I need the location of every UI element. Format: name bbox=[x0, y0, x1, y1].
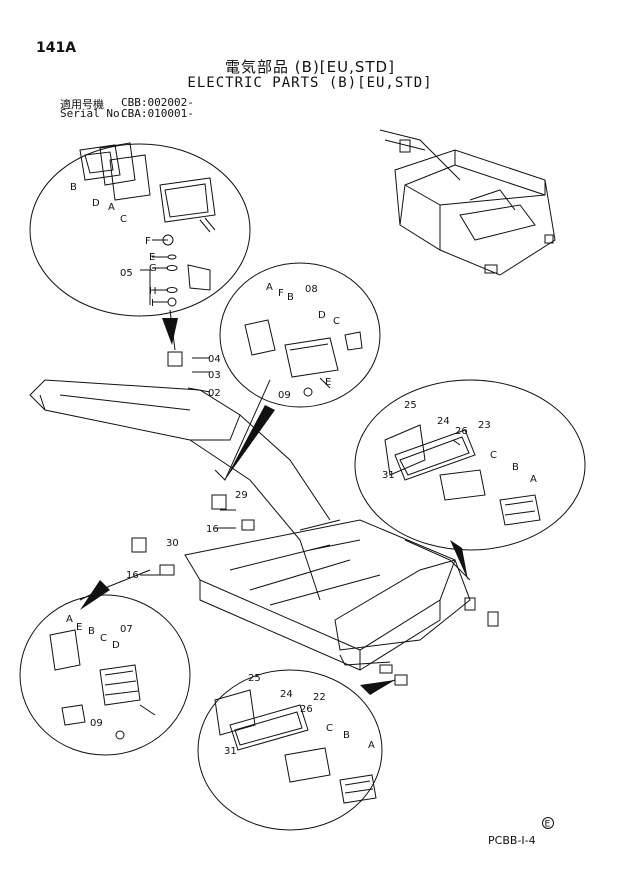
detail-circle-top-mid bbox=[219, 262, 381, 408]
label-tl-i: I bbox=[151, 298, 154, 309]
page-number: 141A bbox=[36, 40, 77, 56]
label-tl-g: G bbox=[149, 263, 157, 274]
label-tl-c: C bbox=[120, 214, 127, 225]
label-boom-03: 03 bbox=[208, 370, 221, 381]
label-tm-e: E bbox=[325, 377, 331, 388]
label-bl-e: E bbox=[76, 622, 82, 633]
label-bl-a: A bbox=[66, 614, 73, 625]
serial-value-2: CBA:010001- bbox=[121, 107, 194, 120]
label-tl-f: F bbox=[145, 236, 151, 247]
label-tm-a: A bbox=[266, 282, 273, 293]
serial-label-ja: 適用号機 bbox=[60, 98, 104, 111]
label-rl-25: 25 bbox=[404, 400, 417, 411]
label-br-31: 31 bbox=[224, 746, 237, 757]
label-bl-c: C bbox=[100, 633, 107, 644]
label-rl-26: 26 bbox=[455, 426, 468, 437]
label-rl-c: C bbox=[490, 450, 497, 461]
label-rl-b: B bbox=[512, 462, 519, 473]
label-tl-part05: 05 bbox=[120, 268, 133, 279]
label-bl-07: 07 bbox=[120, 624, 133, 635]
label-br-25: 25 bbox=[248, 673, 261, 684]
detail-circle-bottom-right-lamp bbox=[197, 669, 383, 831]
label-tm-part08: 08 bbox=[305, 284, 318, 295]
serial-value-1: CBB:002002- bbox=[121, 96, 194, 109]
footer-symbol: E bbox=[545, 820, 551, 830]
label-br-26: 26 bbox=[300, 704, 313, 715]
title-japanese: 電気部品 (B)[EU,STD] bbox=[225, 58, 395, 76]
label-frame-30: 30 bbox=[166, 538, 179, 549]
label-boom-02: 02 bbox=[208, 388, 221, 399]
label-boom-04: 04 bbox=[208, 354, 221, 365]
label-bl-09: 09 bbox=[90, 718, 103, 729]
label-tm-d: D bbox=[318, 310, 326, 321]
label-br-b: B bbox=[343, 730, 350, 741]
serial-label-en: Serial No. bbox=[60, 107, 127, 120]
label-tl-h: H bbox=[149, 286, 157, 297]
label-br-24: 24 bbox=[280, 689, 293, 700]
label-rl-24: 24 bbox=[437, 416, 450, 427]
machine-overview bbox=[379, 129, 556, 276]
label-br-22: 22 bbox=[313, 692, 326, 703]
label-tm-c: C bbox=[333, 316, 340, 327]
label-frame-16a: 16 bbox=[206, 524, 219, 535]
detail-circle-bottom-left bbox=[19, 594, 191, 756]
label-rl-23: 23 bbox=[478, 420, 491, 431]
footer-code: PCBB-I-4 bbox=[488, 834, 536, 847]
label-bl-b: B bbox=[88, 626, 95, 637]
label-bl-d: D bbox=[112, 640, 120, 651]
label-frame-29: 29 bbox=[235, 490, 248, 501]
revision-circle-icon bbox=[542, 817, 554, 829]
detail-circle-top-left bbox=[29, 142, 251, 317]
label-tm-part09: 09 bbox=[278, 390, 291, 401]
label-tl-a: A bbox=[108, 202, 115, 213]
label-frame-16b: 16 bbox=[126, 570, 139, 581]
label-tl-b: B bbox=[70, 182, 77, 193]
title-english: ELECTRIC PARTS (B)[EU,STD] bbox=[187, 75, 433, 91]
label-tm-f: F bbox=[278, 288, 284, 299]
label-rl-31: 31 bbox=[382, 470, 395, 481]
detail-circle-right-lamp bbox=[354, 379, 586, 551]
label-tl-e: E bbox=[149, 252, 155, 263]
label-br-c: C bbox=[326, 723, 333, 734]
label-br-a: A bbox=[368, 740, 375, 751]
label-tm-b: B bbox=[287, 292, 294, 303]
label-rl-a: A bbox=[530, 474, 537, 485]
label-tl-d: D bbox=[92, 198, 100, 209]
